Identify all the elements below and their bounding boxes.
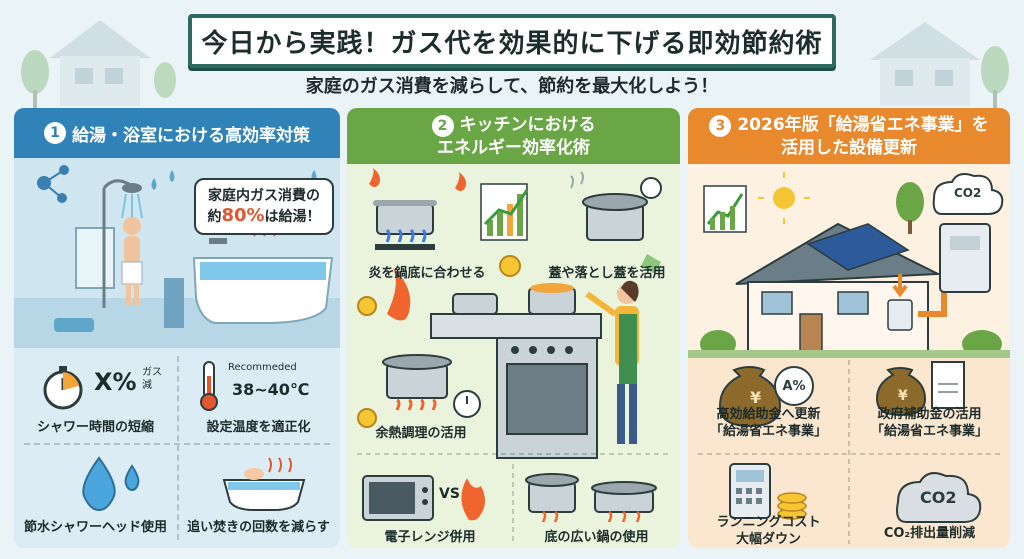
highlight-80-percent: 80% [221,205,265,226]
yen-symbol: ¥ [750,388,762,407]
tip-co2-reduction: CO₂排出量削減 [883,526,976,541]
calculator-icon [729,463,807,520]
house-illustration [688,164,1010,544]
microwave-icon [362,475,434,521]
gas-consumption-callout: 家庭内ガス消費の 約80%は給湯！ [194,178,334,235]
panel-bath: 1 給湯・浴室における高効率対策 [14,108,340,548]
kitchen-illustration [357,168,669,544]
molecule-icon [37,165,69,203]
recommended-temp: 38~40℃ [232,380,310,399]
cook-person-icon [585,280,639,444]
vs-label: VS [439,486,460,502]
house-right-icon [870,22,980,106]
background-scenery [21,20,1009,108]
residual-heat-pot-icon [382,354,481,418]
co2-cloud-text: CO2 [920,488,957,507]
money-bags-icon [875,361,965,417]
tip-shower-time: シャワー時間の短縮 [36,420,154,435]
divider [177,356,179,540]
coin-icon [357,296,377,316]
bathroom-illustration [14,158,340,348]
tip-flame-size: 炎を鍋底に合わせる [368,266,486,281]
chart-up-icon [703,185,747,233]
tip-high-efficiency-upgrade: 高効給助金へ更新 「給湯省エネ事業」 [709,407,827,439]
sun-icon [758,172,810,224]
water-heater-icon [939,223,991,293]
growth-chart-icon [480,183,529,241]
stove-icon [430,283,602,459]
money-icon [641,254,661,274]
panel-number: 2 [431,114,454,137]
fire-icon [461,478,485,521]
pot-flame-icon [369,168,467,250]
house-solar-icon [735,222,947,357]
gas-reduction-stat: X% [94,368,137,396]
page-subtitle: 家庭のガス消費を減らして、節約を最大化しよう！ [305,76,719,97]
tip-reheating: 追い焚きの回数を減らす [187,520,330,535]
lidded-pot-icon [570,171,662,241]
panel-number: 3 [709,114,732,137]
wide-pot-icon [525,473,657,523]
tip-water-saving-showerhead: 節水シャワーヘッド使用 [23,520,167,535]
divider [24,443,330,445]
shelf-icon [164,278,184,328]
tip-government-subsidy: 政府補助金の活用 「給湯省エネ事業」 [870,407,988,439]
tip-lid: 蓋や落とし蓋を活用 [548,266,666,281]
panel-title: 給湯・浴室における高効率対策 [72,125,310,146]
a-percent-badge: A% [774,366,814,406]
house-left-icon [50,20,150,106]
yen-symbol: ¥ [898,388,908,404]
tree-right-icon [981,46,1009,108]
tip-microwave: 電子レンジ併用 [384,530,476,545]
co2-reduction-cloud-icon [896,472,982,523]
flame-icon [387,268,411,321]
coin-icon [499,255,521,277]
person-icon [121,217,143,306]
mirror-icon [75,227,115,289]
thermometer-icon [200,361,218,411]
tip-wide-pot: 底の広い鍋の使用 [544,530,649,545]
bathtub-steam-icon [222,457,306,511]
tree-left-icon [21,50,176,108]
water-drop-icon [82,456,140,512]
stool-icon [54,318,94,332]
recommended-label: Recommeded [228,362,297,373]
tree-icon [896,182,924,234]
tip-residual-heat: 余熱調理の活用 [375,426,467,441]
coin-icon [357,408,377,428]
page-title: 今日から実践！ガス代を効果的に下げる即効節約術 [188,14,836,68]
money-bag-icon [718,366,782,428]
tip-running-cost: ランニングコスト 大幅ダウン [716,515,821,547]
co2-label: CO2 [954,186,982,200]
co2-cloud-icon [932,173,1004,215]
panel-number: 1 [44,122,66,144]
tip-temperature: 設定温度を適正化 [206,420,311,435]
panel-bath-header: 1 給湯・浴室における高効率対策 [14,108,340,158]
stopwatch-icon [43,366,83,410]
